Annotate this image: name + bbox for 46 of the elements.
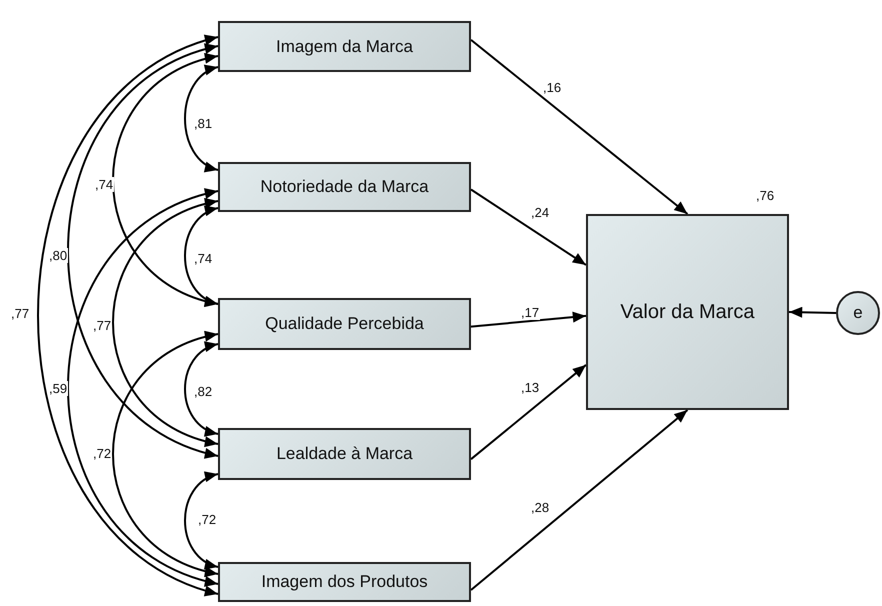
double-headed-arrow	[37, 36, 218, 595]
arrow	[470, 364, 587, 460]
double-headed-arrow	[112, 199, 218, 446]
edge-label: ,82	[193, 384, 214, 399]
double-headed-arrow	[184, 66, 218, 171]
variable-box	[218, 21, 471, 72]
variable-box	[218, 298, 471, 350]
variable-box	[218, 162, 471, 212]
edge-label: ,24	[530, 205, 550, 220]
edge-label: ,80	[48, 248, 68, 263]
variable-box	[218, 428, 471, 480]
error-circle	[836, 291, 880, 335]
edge-label: ,72	[92, 446, 112, 461]
edge-label: ,74	[193, 251, 214, 266]
arrow	[470, 188, 587, 266]
edge-label: ,81	[193, 116, 214, 131]
double-headed-arrow	[67, 45, 218, 457]
node-label: e	[853, 303, 863, 323]
edge-label: ,13	[520, 380, 540, 395]
double-headed-arrow	[184, 473, 218, 568]
edge-label: ,17	[520, 305, 540, 320]
node-label: Imagem da Marca	[276, 36, 413, 56]
r-squared-label: ,76	[756, 188, 774, 203]
double-headed-arrow	[112, 54, 218, 306]
double-headed-arrow	[184, 207, 218, 305]
arrow	[470, 39, 688, 215]
edge-label: ,77	[92, 318, 112, 333]
edge-label: ,72	[197, 512, 218, 527]
edge-label: ,16	[542, 80, 562, 95]
node-label: Notoriedade da Marca	[260, 177, 429, 197]
edge-label: ,77	[10, 306, 30, 321]
node-label: Imagem dos Produtos	[261, 572, 428, 592]
node-label: Qualidade Percebida	[265, 314, 424, 334]
variable-box	[586, 214, 789, 410]
arrow	[470, 312, 586, 328]
variable-box	[218, 562, 471, 602]
edge-label: ,28	[530, 500, 550, 515]
double-headed-arrow	[112, 332, 218, 576]
node-label: Valor da Marca	[620, 300, 755, 324]
edge-label: ,74	[94, 177, 114, 192]
arrow	[788, 306, 836, 318]
node-label: Lealdade à Marca	[276, 444, 413, 464]
double-headed-arrow	[67, 190, 218, 586]
double-headed-arrow	[184, 343, 218, 435]
arrow	[470, 409, 688, 591]
edge-label: ,59	[48, 381, 68, 396]
